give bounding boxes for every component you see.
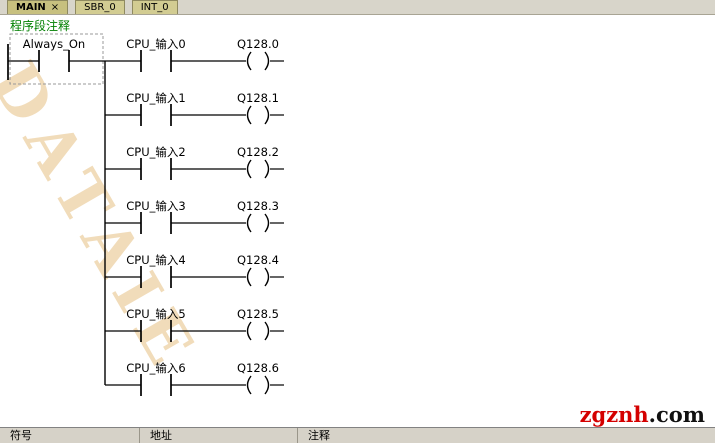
contact-label[interactable]: CPU_输入2 <box>126 145 185 159</box>
coil-label[interactable]: Q128.4 <box>237 253 279 267</box>
symbol-table-column-header: 注释 <box>308 429 330 442</box>
coil-arc-left <box>246 105 252 125</box>
tab-label: MAIN <box>16 1 46 13</box>
always-on-contact-label[interactable]: Always_On <box>23 37 85 51</box>
contact-label[interactable]: CPU_输入4 <box>126 253 185 267</box>
coil-label[interactable]: Q128.0 <box>237 37 279 51</box>
coil-arc-left <box>246 159 252 179</box>
coil-arc-left <box>246 321 252 341</box>
selection-box[interactable] <box>9 33 104 85</box>
contact-label[interactable]: CPU_输入6 <box>126 361 185 375</box>
coil-arc-right <box>264 375 270 395</box>
tab-close-icon[interactable]: × <box>50 1 60 13</box>
contact-label[interactable]: CPU_输入0 <box>126 37 185 51</box>
symbol-table-column-header: 符号 <box>0 428 140 443</box>
coil-label[interactable]: Q128.1 <box>237 91 279 105</box>
site-logo: zgznh.com <box>580 402 705 427</box>
coil-label[interactable]: Q128.5 <box>237 307 279 321</box>
contact-label[interactable]: CPU_输入5 <box>126 307 185 321</box>
contact-label[interactable]: CPU_输入1 <box>126 91 185 105</box>
coil-arc-right <box>264 321 270 341</box>
symbol-table-column-header: 地址 <box>140 428 298 443</box>
coil-arc-left <box>246 267 252 287</box>
coil-arc-right <box>264 267 270 287</box>
coil-arc-right <box>264 159 270 179</box>
coil-arc-left <box>246 213 252 233</box>
symbol-table-header: 符号地址注释 <box>0 427 715 443</box>
tab-label: INT_0 <box>140 1 169 13</box>
tab-label: SBR_0 <box>84 1 116 13</box>
coil-arc-right <box>264 51 270 71</box>
logo-dark-text: .com <box>648 402 705 427</box>
tab-main[interactable]: MAIN × <box>7 0 69 14</box>
network-comment[interactable]: 程序段注释 <box>10 19 71 33</box>
coil-label[interactable]: Q128.3 <box>237 199 279 213</box>
coil-arc-right <box>264 213 270 233</box>
coil-arc-right <box>264 105 270 125</box>
coil-label[interactable]: Q128.2 <box>237 145 279 159</box>
tab-int_0[interactable]: INT_0 <box>131 0 178 14</box>
editor-tab-bar: MAIN × SBR_0 INT_0 <box>0 0 715 15</box>
coil-arc-left <box>246 51 252 71</box>
contact-label[interactable]: CPU_输入3 <box>126 199 185 213</box>
logo-red-text: zgznh <box>579 402 649 427</box>
tab-sbr_0[interactable]: SBR_0 <box>75 0 125 14</box>
coil-arc-left <box>246 375 252 395</box>
coil-label[interactable]: Q128.6 <box>237 361 279 375</box>
